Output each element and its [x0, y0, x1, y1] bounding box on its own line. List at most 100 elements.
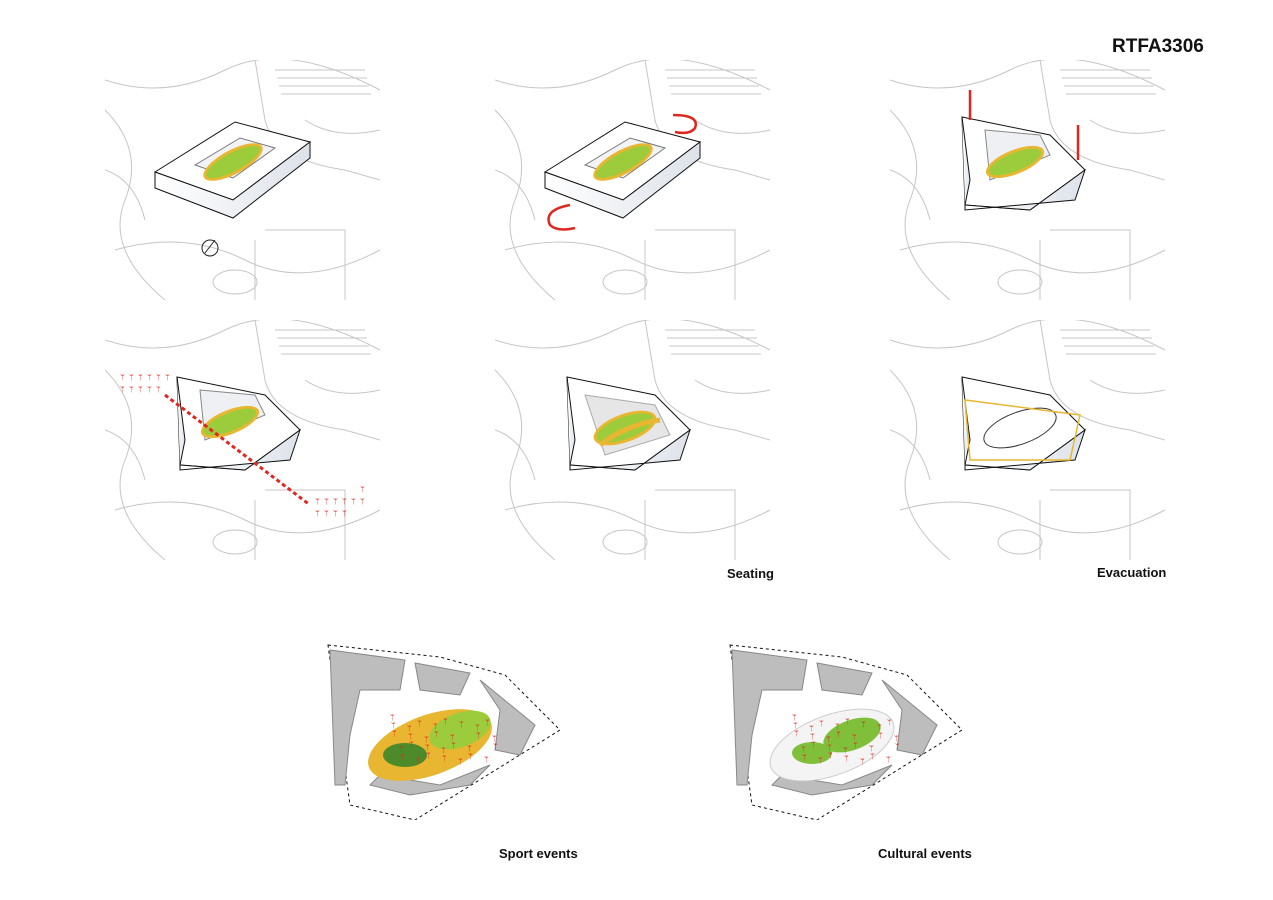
grandstands [329, 649, 536, 796]
person-icon: ᛘ [802, 753, 807, 762]
pitch [206, 145, 260, 179]
axis-arrow-icon [164, 393, 311, 507]
person-icon: ᛘ [451, 741, 456, 750]
north-arrow-icon [201, 239, 219, 257]
person-icon: ᛘ [845, 717, 850, 726]
person-icon: ᛘ [147, 385, 152, 394]
person-icon: ᛘ [887, 718, 892, 727]
person-icon: ᛘ [392, 729, 397, 738]
person-icon: ᛘ [443, 717, 448, 726]
person-icon: ᛘ [853, 741, 858, 750]
road-map-background [495, 320, 770, 561]
person-icon: ᛘ [351, 497, 356, 506]
rotate-arrow-icon [547, 203, 576, 231]
person-icon: ᛘ [458, 757, 463, 766]
person-icon: ᛘ [391, 721, 396, 730]
person-icon: ᛘ [826, 735, 831, 744]
person-icon: ᛘ [835, 722, 840, 731]
caption-cultural-events: Cultural events [878, 846, 972, 861]
person-icon: ᛘ [792, 713, 797, 722]
person-icon: ᛘ [877, 723, 882, 732]
person-icon: ᛘ [860, 757, 865, 766]
diagram-panel-1-original-block [105, 60, 380, 300]
person-icon: ᛘ [147, 373, 152, 382]
person-icon: ᛘ [324, 509, 329, 518]
person-icon: ᛘ [861, 720, 866, 729]
person-icon: ᛘ [156, 373, 161, 382]
evacuation-routes [964, 399, 1081, 461]
lawn [792, 742, 832, 764]
person-icon: ᛘ [467, 744, 472, 753]
person-icon: ᛘ [819, 719, 824, 728]
diagram-panel-2-rotation [495, 60, 770, 300]
person-icon: ᛘ [459, 720, 464, 729]
person-icon: ᛘ [120, 385, 125, 394]
person-icon: ᛘ [878, 731, 883, 740]
person-icon: ᛘ [441, 746, 446, 755]
person-icon: ᛘ [836, 730, 841, 739]
person-icon: ᛘ [869, 744, 874, 753]
person-icon: ᛘ [870, 752, 875, 761]
person-icon: ᛘ [476, 731, 481, 740]
person-icon: ᛘ [360, 497, 365, 506]
person-icon: ᛘ [408, 732, 413, 741]
person-icon: ᛘ [895, 742, 900, 751]
person-icon: ᛘ [424, 735, 429, 744]
person-icon: ᛘ [492, 734, 497, 743]
person-icon: ᛘ [342, 497, 347, 506]
caption-seating: Seating [727, 566, 774, 581]
person-icon: ᛘ [843, 746, 848, 755]
road-map-background [890, 60, 1165, 300]
person-icon: ᛘ [433, 722, 438, 731]
person-icon: ᛘ [793, 721, 798, 730]
person-icon: ᛘ [324, 497, 329, 506]
person-icon: ᛘ [493, 742, 498, 751]
caption-evacuation: Evacuation [1097, 565, 1167, 580]
person-icon: ᛘ [468, 752, 473, 761]
person-icon: ᛘ [886, 755, 891, 764]
person-icon: ᛘ [138, 385, 143, 394]
person-icon: ᛘ [390, 713, 395, 722]
diagram-panel-5-seating [495, 320, 770, 580]
person-icon: ᛘ [794, 729, 799, 738]
person-icon: ᛘ [156, 385, 161, 394]
person-icon: ᛘ [434, 730, 439, 739]
person-icon: ᛘ [426, 751, 431, 760]
person-icon: ᛘ [409, 740, 414, 749]
person-icon: ᛘ [129, 385, 134, 394]
lawn [823, 717, 881, 753]
person-icon: ᛘ [475, 723, 480, 732]
person-icon: ᛘ [828, 751, 833, 760]
person-icon: ᛘ [342, 509, 347, 518]
person-icon: ᛘ [852, 733, 857, 742]
person-icon: ᛘ [129, 373, 134, 382]
person-icon: ᛘ [827, 743, 832, 752]
person-icon: ᛘ [407, 724, 412, 733]
inner-field [383, 743, 427, 767]
stadium-shell [961, 376, 1086, 471]
pitch [988, 148, 1042, 176]
person-icon: ᛘ [801, 745, 806, 754]
person-icon: ᛘ [417, 719, 422, 728]
pitch [203, 408, 257, 436]
person-icon: ᛘ [810, 732, 815, 741]
person-icon: ᛘ [333, 509, 338, 518]
person-icon: ᛘ [442, 754, 447, 763]
diagram-panel-3-lift [890, 60, 1165, 300]
diagram-panel-6-evacuation [890, 320, 1165, 580]
person-icon: ᛘ [400, 753, 405, 762]
person-icon: ᛘ [811, 740, 816, 749]
road-map-background [105, 320, 380, 561]
person-icon: ᛘ [120, 373, 125, 382]
person-icon: ᛘ [360, 485, 365, 494]
sheet-id: RTFA3306 [1112, 36, 1204, 57]
person-icon: ᛘ [416, 756, 421, 765]
person-icon: ᛘ [844, 754, 849, 763]
person-icon: ᛘ [809, 724, 814, 733]
person-icon: ᛘ [315, 509, 320, 518]
pitch [596, 145, 650, 179]
stadium-block [543, 121, 702, 219]
